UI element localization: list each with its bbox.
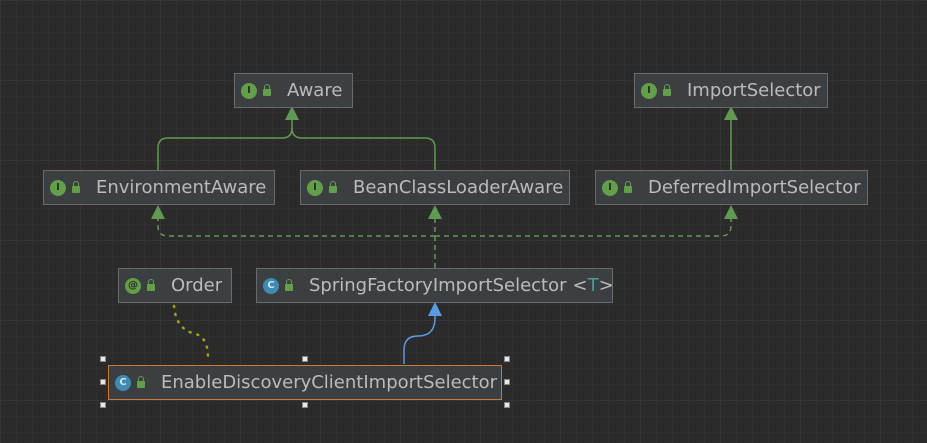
node-deferred-import-selector[interactable]: I DeferredImportSelector <box>595 170 868 205</box>
interface-icon: I <box>307 179 323 196</box>
node-environment-aware[interactable]: I EnvironmentAware <box>43 170 275 205</box>
arrowhead-deferredimportselector <box>724 205 738 219</box>
node-bean-class-loader-aware[interactable]: I BeanClassLoaderAware <box>300 170 570 205</box>
node-aware[interactable]: I Aware <box>234 73 353 108</box>
lock-icon <box>147 279 155 291</box>
arrowhead-importselector <box>724 106 738 120</box>
arrowhead-aware <box>285 106 299 120</box>
resize-handle-bottom-left[interactable] <box>100 402 106 408</box>
node-label: BeanClassLoaderAware <box>353 177 564 198</box>
lock-icon <box>137 376 145 388</box>
node-label: Aware <box>287 80 343 101</box>
node-label: Order <box>171 275 223 296</box>
resize-handle-top-right[interactable] <box>504 356 510 362</box>
node-label: EnableDiscoveryClientImportSelector <box>161 372 498 393</box>
lock-icon <box>72 181 80 193</box>
type-parameter: <T> <box>573 275 614 296</box>
arrowhead-springfactory <box>428 302 442 316</box>
arrowhead-beanclassloaderaware <box>428 205 442 219</box>
interface-icon: I <box>641 82 657 99</box>
abstract-class-icon: C <box>263 277 279 294</box>
node-import-selector[interactable]: I ImportSelector <box>634 73 828 108</box>
interface-icon: I <box>50 179 66 196</box>
edge-enablediscovery-to-springfactory <box>403 314 436 364</box>
lock-icon <box>624 181 632 193</box>
type-parameter-open: < <box>572 275 588 296</box>
lock-icon <box>329 181 337 193</box>
node-spring-factory-import-selector[interactable]: C SpringFactoryImportSelector <T> <box>256 268 614 303</box>
resize-handle-middle-left[interactable] <box>100 379 106 385</box>
node-order[interactable]: @ Order <box>118 268 232 303</box>
annotation-icon: @ <box>125 277 141 294</box>
edge-springfactory-to-environmentaware <box>157 218 435 237</box>
edge-beanclassloaderaware-to-aware <box>291 127 436 170</box>
resize-handle-middle-right[interactable] <box>504 379 510 385</box>
edge-springfactory-to-deferredimportselector <box>435 218 732 237</box>
resize-handle-bottom-center[interactable] <box>302 402 308 408</box>
edge-order-annotation <box>172 304 210 360</box>
resize-handle-bottom-right[interactable] <box>504 402 510 408</box>
node-enable-discovery-client-import-selector[interactable]: C EnableDiscoveryClientImportSelector <box>108 365 502 400</box>
arrowhead-environmentaware <box>151 205 165 219</box>
lock-icon <box>263 84 271 96</box>
node-label: EnvironmentAware <box>96 177 267 198</box>
lock-icon <box>663 84 671 96</box>
lock-icon <box>285 279 293 291</box>
resize-handle-top-left[interactable] <box>100 356 106 362</box>
node-label: DeferredImportSelector <box>648 177 861 198</box>
interface-icon: I <box>602 179 618 196</box>
node-label: ImportSelector <box>687 80 821 101</box>
class-icon: C <box>115 374 131 391</box>
node-label: SpringFactoryImportSelector <box>309 275 567 296</box>
edge-environmentaware-to-aware <box>157 116 293 170</box>
resize-handle-top-center[interactable] <box>302 356 308 362</box>
type-parameter-close: > <box>598 275 614 296</box>
type-parameter-name: T <box>587 275 599 296</box>
interface-icon: I <box>241 82 257 99</box>
